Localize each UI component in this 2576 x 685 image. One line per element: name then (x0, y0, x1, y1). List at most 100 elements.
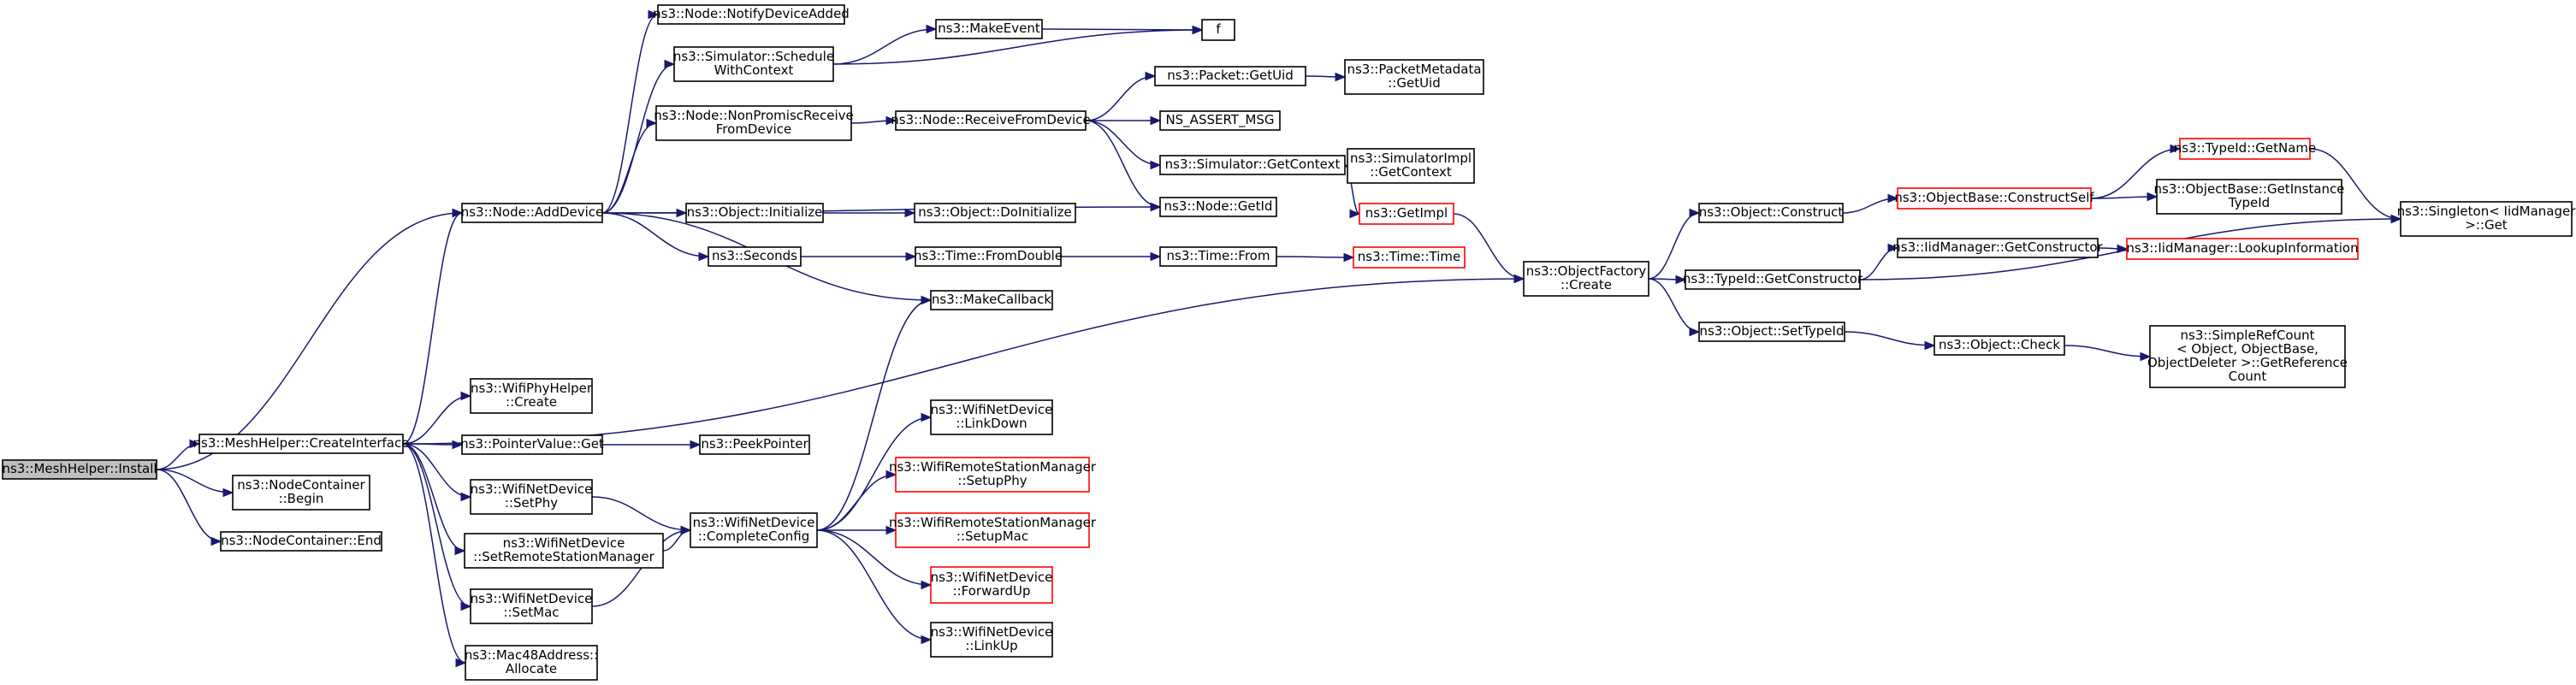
node-label-forwardup-line-0: ns3::WifiNetDevice (931, 570, 1053, 585)
edge-createiface-to-setrsm (402, 443, 465, 552)
node-label-nsassert-line-0: NS_ASSERT_MSG (1165, 112, 1274, 128)
node-constructself[interactable]: ns3::ObjectBase::ConstructSelf (1894, 187, 2094, 210)
node-ncend[interactable]: ns3::NodeContainer::End (220, 531, 382, 552)
node-setmac[interactable]: ns3::WifiNetDevice::SetMac (470, 588, 593, 624)
node-typeidname[interactable]: ns3::TypeId::GetName (2174, 138, 2316, 160)
arrowhead-complete-to-linkdown (921, 412, 933, 422)
node-box-nonpromisc (655, 105, 852, 141)
node-label-nonpromisc-line-0: ns3::Node::NonPromiscReceive (654, 108, 854, 123)
node-nodegetid[interactable]: ns3::Node::GetId (1159, 197, 1277, 217)
node-label-notify-line-0: ns3::Node::NotifyDeviceAdded (653, 6, 850, 21)
node-label-phycreate-line-0: ns3::WifiPhyHelper (471, 381, 593, 396)
node-setrsm[interactable]: ns3::WifiNetDevice::SetRemoteStationMana… (464, 533, 664, 569)
node-label-timetime-line-0: ns3::Time::Time (1358, 249, 1461, 264)
node-box-setrsm (464, 533, 664, 569)
node-doinit[interactable]: ns3::Object::DoInitialize (914, 203, 1076, 223)
node-label-pktuid-line-0: ns3::Packet::GetUid (1167, 68, 1294, 83)
node-label-schedule-line-1: WithContext (714, 62, 794, 78)
node-pktuid[interactable]: ns3::Packet::GetUid (1154, 66, 1306, 86)
node-timetime[interactable]: ns3::Time::Time (1353, 246, 1466, 269)
arrowhead-install-to-ncbegin (222, 487, 234, 498)
node-recvfromdev[interactable]: ns3::Node::ReceiveFromDevice (891, 110, 1091, 131)
node-forwardup[interactable]: ns3::WifiNetDevice::ForwardUp (930, 566, 1053, 604)
node-tidgetctor[interactable]: ns3::TypeId::GetConstructor (1683, 269, 1863, 290)
edge-install-to-ncbegin (156, 469, 234, 493)
node-singleton[interactable]: ns3::Singleton< IidManager >::Get (2397, 201, 2576, 237)
node-seconds[interactable]: ns3::Seconds (708, 246, 802, 267)
node-iidgetctor[interactable]: ns3::IidManager::GetConstructor (1892, 238, 2104, 258)
node-label-refcount-line-2: ObjectDeleter >::GetReference (2147, 355, 2348, 370)
node-mac48[interactable]: ns3::Mac48Address::Allocate (465, 645, 598, 681)
node-label-setrsm-line-1: ::SetRemoteStationManager (473, 549, 655, 564)
node-ptrget[interactable]: ns3::PointerValue::Get (460, 434, 604, 455)
arrowhead-complete-to-rsmsetphy (885, 469, 897, 480)
node-box-simimplctx (1347, 148, 1475, 184)
node-label-rsmsetmac-line-0: ns3::WifiRemoteStationManager (889, 515, 1097, 530)
node-iidlookup[interactable]: ns3::IidManager::LookupInformation (2126, 238, 2359, 260)
node-objcheck[interactable]: ns3::Object::Check (1933, 335, 2065, 356)
node-peek[interactable]: ns3::PeekPointer (699, 434, 810, 455)
node-box-refcount (2149, 325, 2346, 388)
node-label-objconstruct-line-0: ns3::Object::Construct (1699, 204, 1844, 220)
node-createiface[interactable]: ns3::MeshHelper::CreateInterface (193, 434, 410, 454)
edge-createiface-to-adddevice (402, 212, 463, 445)
node-rsmsetmac[interactable]: ns3::WifiRemoteStationManager::SetupMac (889, 512, 1097, 548)
node-box-fromdouble (915, 246, 1062, 267)
node-notify[interactable]: ns3::Node::NotifyDeviceAdded (653, 4, 850, 25)
arrowhead-complete-to-rsmsetmac (885, 525, 897, 535)
arrowhead-constructself-to-typeidname (2170, 144, 2182, 154)
node-pktmeta[interactable]: ns3::PacketMetadata::GetUid (1344, 59, 1484, 95)
node-box-rsmsetphy (895, 457, 1090, 493)
node-ncbegin[interactable]: ns3::NodeContainer::Begin (232, 475, 370, 511)
edge-objcheck-to-refcount (2064, 345, 2151, 357)
node-setphy[interactable]: ns3::WifiNetDevice::SetPhy (470, 479, 593, 515)
node-nsassert[interactable]: NS_ASSERT_MSG (1159, 110, 1281, 131)
arrowhead-recvfromdev-to-simctx (1150, 160, 1162, 170)
arrowhead-createiface-to-ptrget (452, 440, 464, 450)
node-label-adddevice-line-0: ns3::Node::AddDevice (461, 204, 604, 220)
node-makecb[interactable]: ns3::MakeCallback (930, 290, 1053, 310)
node-box-nsassert (1159, 110, 1281, 131)
node-settypeid[interactable]: ns3::Object::SetTypeId (1698, 322, 1845, 342)
node-linkdown[interactable]: ns3::WifiNetDevice::LinkDown (930, 399, 1053, 435)
node-simimplctx[interactable]: ns3::SimulatorImpl::GetContext (1347, 148, 1475, 184)
node-fromdouble[interactable]: ns3::Time::FromDouble (914, 246, 1063, 267)
node-complete[interactable]: ns3::WifiNetDevice::CompleteConfig (690, 512, 818, 548)
node-adddevice[interactable]: ns3::Node::AddDevice (461, 203, 604, 223)
edge-settypeid-to-objcheck (1844, 331, 1935, 346)
node-install[interactable]: ns3::MeshHelper::Install (2, 459, 157, 480)
node-objconstruct[interactable]: ns3::Object::Construct (1698, 203, 1844, 223)
node-label-getinsttid-line-1: TypeId (2228, 195, 2270, 210)
node-box-iidgetctor (1897, 238, 2099, 258)
node-phycreate[interactable]: ns3::WifiPhyHelper::Create (470, 378, 593, 414)
node-objfactory[interactable]: ns3::ObjectFactory::Create (1523, 261, 1649, 297)
node-label-ncbegin-line-1: ::Begin (279, 491, 324, 506)
node-box-install (2, 459, 157, 480)
arrowhead-pktuid-to-pktmeta (1335, 72, 1347, 82)
node-label-objcheck-line-0: ns3::Object::Check (1939, 337, 2060, 352)
node-box-createiface (198, 434, 404, 454)
node-simctx[interactable]: ns3::Simulator::GetContext (1159, 155, 1346, 175)
node-objinit[interactable]: ns3::Object::Initialize (685, 203, 824, 223)
edge-makeevent-to-f (1041, 28, 1203, 31)
node-timefrom[interactable]: ns3::Time::From (1159, 246, 1277, 267)
node-refcount[interactable]: ns3::SimpleRefCount< Object, ObjectBase,… (2147, 325, 2348, 388)
edges-layer (156, 9, 2402, 668)
edge-schedule-to-f (832, 29, 1203, 65)
node-rsmsetphy[interactable]: ns3::WifiRemoteStationManager::SetupPhy (889, 457, 1097, 493)
node-box-timefrom (1159, 246, 1277, 267)
arrowhead-recvfromdev-to-pktuid (1145, 71, 1157, 81)
arrowhead-createiface-to-setphy (460, 492, 472, 502)
arrowhead-getimpl-to-objfactory (1513, 274, 1525, 284)
node-box-iidlookup (2126, 238, 2359, 260)
node-linkup[interactable]: ns3::WifiNetDevice::LinkUp (930, 622, 1053, 658)
node-box-seconds (708, 246, 802, 267)
node-makeevent[interactable]: ns3::MakeEvent (935, 19, 1043, 39)
node-getimpl[interactable]: ns3::GetImpl (1359, 203, 1454, 225)
edge-schedule-to-makeevent (832, 28, 937, 65)
node-f[interactable]: f (1201, 19, 1235, 41)
node-label-recvfromdev-line-0: ns3::Node::ReceiveFromDevice (891, 112, 1090, 127)
